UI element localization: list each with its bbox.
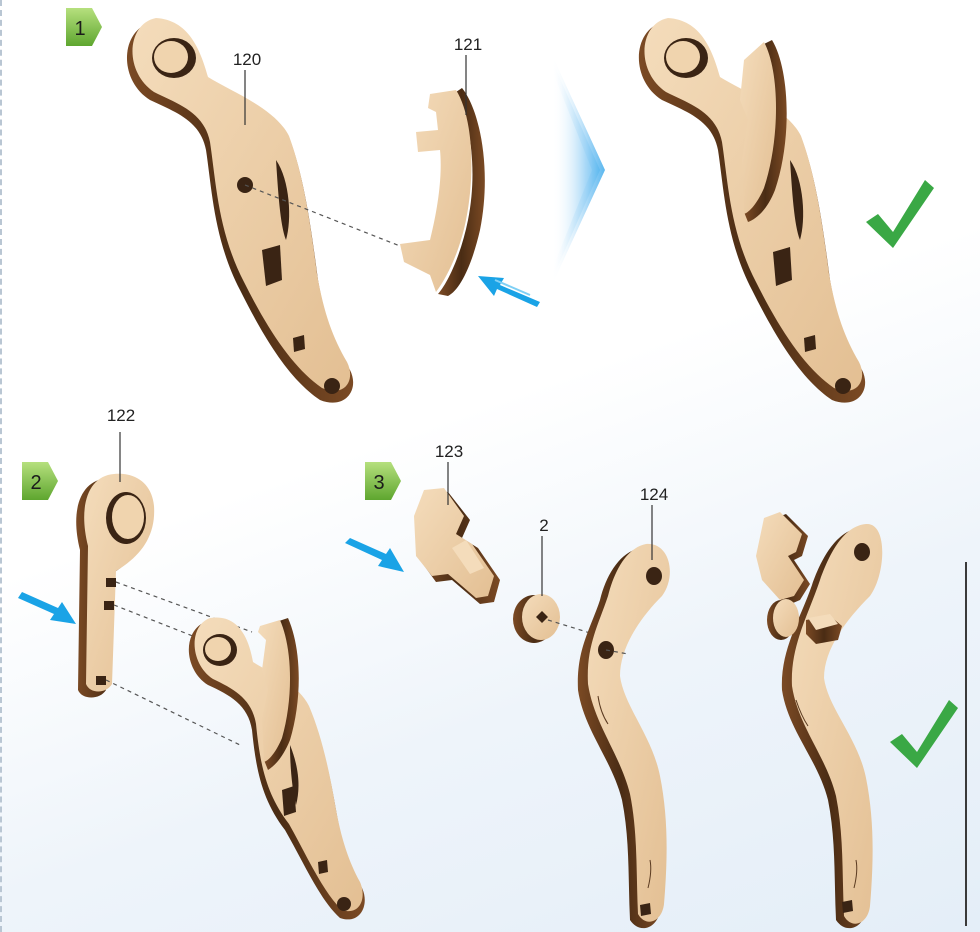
part-120: [127, 18, 353, 403]
check-icon: [866, 180, 934, 248]
part-2: [513, 594, 560, 643]
insert-arrow-icon: [345, 538, 404, 572]
svg-text:2: 2: [539, 516, 548, 535]
assembly-120-121-small: [189, 617, 365, 919]
part-124: [578, 544, 670, 928]
svg-text:120: 120: [233, 50, 261, 69]
step-2-badge: 2: [22, 462, 58, 500]
part-123: [414, 488, 500, 604]
assembled-123-2-124: [756, 512, 882, 928]
label-2: 2: [539, 516, 548, 596]
part-121: [400, 88, 485, 296]
step-3-number: 3: [373, 472, 384, 494]
svg-text:121: 121: [454, 35, 482, 54]
step-2-number: 2: [30, 472, 41, 494]
svg-text:123: 123: [435, 442, 463, 461]
insert-arrow-icon: [478, 276, 540, 307]
step-1-number: 1: [74, 18, 85, 40]
step-3-badge: 3: [365, 462, 401, 500]
svg-text:124: 124: [640, 485, 668, 504]
part-122: [76, 474, 154, 698]
check-icon: [890, 700, 958, 768]
insert-arrow-icon: [18, 592, 76, 624]
step-1-badge: 1: [66, 8, 102, 46]
svg-text:122: 122: [107, 406, 135, 425]
assembled-120-121: [639, 18, 865, 403]
label-122: 122: [107, 406, 135, 482]
